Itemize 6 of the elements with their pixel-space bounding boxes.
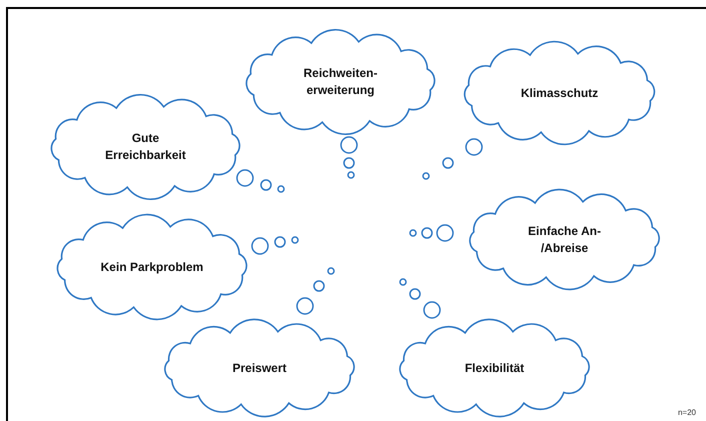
cloud-label: Kein Parkproblem: [100, 258, 204, 276]
sample-size-note: n=20: [678, 408, 696, 417]
cloud-label: Einfache An- /Abreise: [527, 222, 602, 256]
cloud-label: Klimasschutz: [520, 84, 600, 102]
cloud-label: Gute Erreichbarkeit: [104, 130, 187, 164]
cloud-label: Reichweiten- erweiterung: [302, 65, 378, 99]
